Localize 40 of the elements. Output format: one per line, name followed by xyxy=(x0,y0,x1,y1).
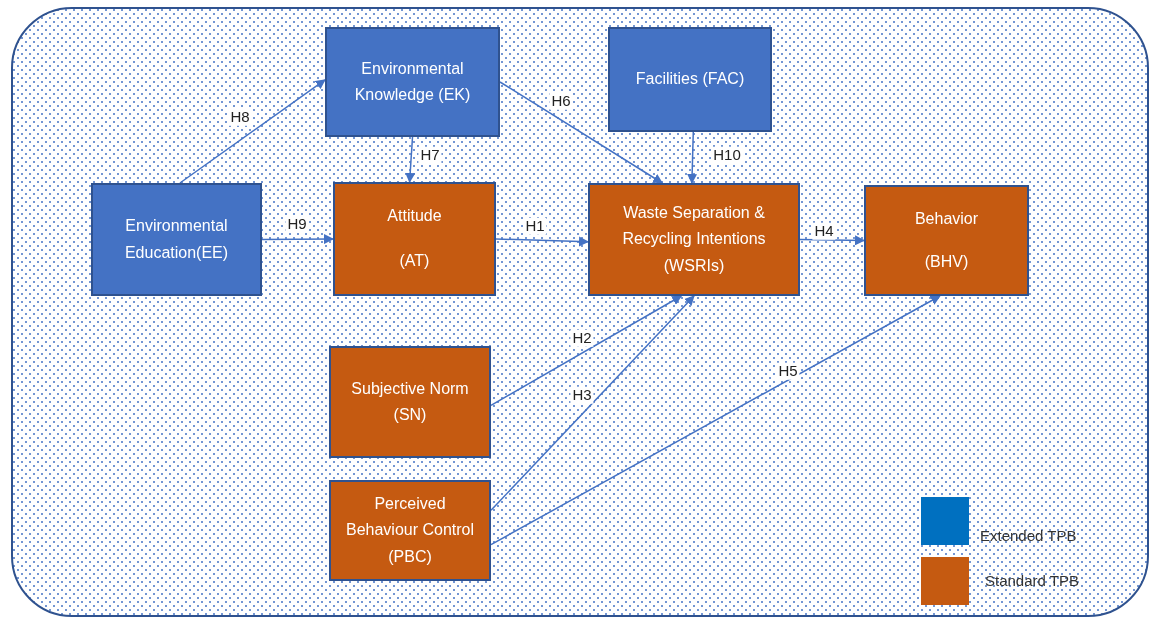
construct-box xyxy=(608,27,772,132)
edge-label: H8 xyxy=(228,108,252,126)
construct-label: Environmental Knowledge (EK) xyxy=(353,58,472,105)
arrow xyxy=(490,295,683,407)
construct-label: Facilities (FAC) xyxy=(635,69,745,90)
arrow xyxy=(799,235,865,246)
arrow xyxy=(495,236,589,247)
construct-label: (BHV) xyxy=(924,252,969,273)
arrow xyxy=(490,295,695,512)
arrow xyxy=(687,131,698,184)
edge-label: H2 xyxy=(570,329,594,347)
arrow xyxy=(490,295,941,546)
edge-label: H7 xyxy=(418,146,442,164)
construct-label: (AT) xyxy=(399,251,430,272)
arrow xyxy=(261,234,334,245)
construct-box xyxy=(329,346,491,458)
arrow xyxy=(179,79,326,184)
arrow xyxy=(499,81,664,184)
edge-label: H6 xyxy=(549,92,573,110)
edge-label: H3 xyxy=(570,386,594,404)
construct-box xyxy=(588,183,800,296)
construct-label: Waste Separation & Recycling Intentions (WSRIs) xyxy=(621,202,767,276)
edge-label: H4 xyxy=(812,222,836,240)
edge-label: H5 xyxy=(776,362,800,380)
construct-box xyxy=(325,27,500,137)
construct-box xyxy=(333,182,496,296)
construct-box xyxy=(864,185,1029,296)
edge-label: H1 xyxy=(523,217,547,235)
legend-label: Standard TPB xyxy=(985,572,1079,589)
construct-label: Environmental Education(EE) xyxy=(123,216,230,263)
construct-label: Behavior xyxy=(914,208,979,229)
construct-label: Perceived Behaviour Control (PBC) xyxy=(344,493,476,567)
edge-label: H9 xyxy=(285,215,309,233)
legend-label: Extended TPB xyxy=(980,527,1077,544)
construct-label: Attitude xyxy=(387,206,442,227)
construct-box xyxy=(91,183,262,296)
arrow xyxy=(405,136,416,183)
edge-label: H10 xyxy=(711,146,743,164)
construct-box xyxy=(329,480,491,581)
construct-label: Subjective Norm (SN) xyxy=(350,378,470,425)
